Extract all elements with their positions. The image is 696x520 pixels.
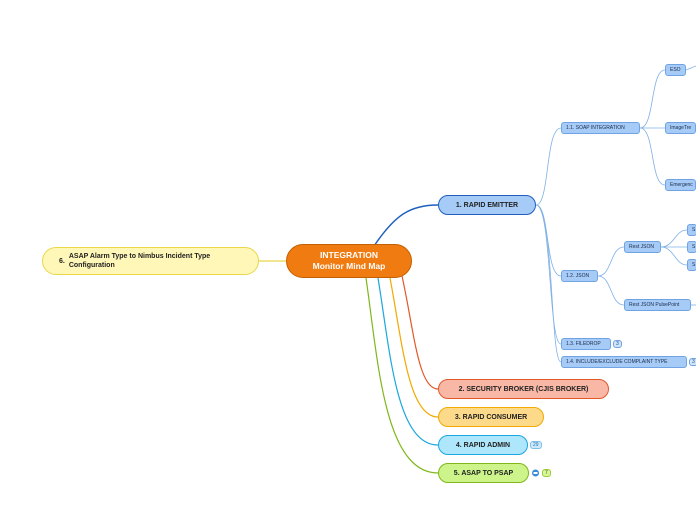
subtopic-soap-integration[interactable]: 1.1. SOAP INTEGRATION bbox=[561, 122, 640, 134]
connector-topic1 bbox=[373, 204, 439, 247]
leaf-rest-json-pulsepoint[interactable]: Rest JSON PulsePoint bbox=[624, 299, 691, 311]
subtopic-label: 1.4. INCLUDE/EXCLUDE COMPLAINT TYPE bbox=[566, 359, 668, 365]
topic-label: 2. SECURITY BROKER (CJIS BROKER) bbox=[458, 385, 589, 393]
filedrop-count-badge: 3 bbox=[613, 340, 622, 348]
central-topic[interactable]: INTEGRATION Monitor Mind Map bbox=[286, 244, 412, 278]
leaf-eso[interactable]: ESO bbox=[665, 64, 686, 76]
leaf-label: Rest JSON bbox=[629, 244, 655, 250]
subtopic-include-exclude[interactable]: 1.4. INCLUDE/EXCLUDE COMPLAINT TYPE bbox=[561, 356, 687, 368]
leaf-label: Emergenc bbox=[670, 182, 693, 188]
topic-label: 3. RAPID CONSUMER bbox=[454, 413, 528, 421]
leaf-s2[interactable]: S bbox=[687, 241, 696, 253]
connector-topic3 bbox=[389, 277, 439, 418]
topic-rapid-emitter[interactable]: 1. RAPID EMITTER bbox=[438, 195, 536, 215]
topic-rapid-admin[interactable]: 4. RAPID ADMIN bbox=[438, 435, 528, 455]
topic-rapid-admin-count-badge: 29 bbox=[530, 441, 542, 449]
subtopic-label: 1.1. SOAP INTEGRATION bbox=[566, 125, 625, 131]
topic-label: 5. ASAP TO PSAP bbox=[453, 469, 514, 477]
leaf-label: Rest JSON PulsePoint bbox=[629, 302, 680, 308]
leaf-imagetrend[interactable]: ImageTre bbox=[665, 122, 696, 134]
leaf-label: ESO bbox=[670, 67, 681, 73]
subtopic-label: 1.3. FILEDROP bbox=[566, 341, 601, 347]
leaf-label: ImageTre bbox=[670, 125, 692, 131]
include-count-badge: 3 bbox=[689, 358, 696, 366]
leaf-label: S bbox=[692, 244, 696, 250]
link-icon[interactable] bbox=[531, 469, 540, 477]
subtopic-filedrop[interactable]: 1.3. FILEDROP bbox=[561, 338, 611, 350]
connector-topic5 bbox=[365, 277, 439, 474]
topic-security-broker[interactable]: 2. SECURITY BROKER (CJIS BROKER) bbox=[438, 379, 609, 399]
connector-topic4 bbox=[377, 277, 439, 446]
leaf-s1[interactable]: S bbox=[687, 224, 696, 236]
topic-rapid-consumer[interactable]: 3. RAPID CONSUMER bbox=[438, 407, 544, 427]
leaf-label: S bbox=[692, 262, 696, 268]
leaf-s3[interactable]: S bbox=[687, 259, 696, 271]
topic-label: 1. RAPID EMITTER bbox=[455, 201, 519, 209]
leaf-label: S bbox=[692, 227, 696, 233]
leaf-emergency[interactable]: Emergenc bbox=[665, 179, 696, 191]
subtopic-label: 1.2. JSON bbox=[566, 273, 590, 279]
topic-asap-to-psap-count-badge: 7 bbox=[542, 469, 551, 477]
subtopic-json[interactable]: 1.2. JSON bbox=[561, 270, 598, 282]
leaf-rest-json[interactable]: Rest JSON bbox=[624, 241, 661, 253]
central-subtitle: Monitor Mind Map bbox=[312, 261, 386, 271]
left-topic-line1: ASAP Alarm Type to Nimbus Incident Type bbox=[68, 253, 211, 260]
topic-label: 4. RAPID ADMIN bbox=[455, 441, 511, 449]
connector-topic2 bbox=[401, 275, 439, 390]
topic-asap-to-psap[interactable]: 5. ASAP TO PSAP bbox=[438, 463, 529, 483]
left-topic-6[interactable]: 6. ASAP Alarm Type to Nimbus Incident Ty… bbox=[42, 247, 259, 275]
central-title: INTEGRATION bbox=[320, 250, 378, 260]
left-topic-number: 6. bbox=[59, 257, 65, 265]
left-topic-line2: Configuration bbox=[68, 262, 115, 269]
